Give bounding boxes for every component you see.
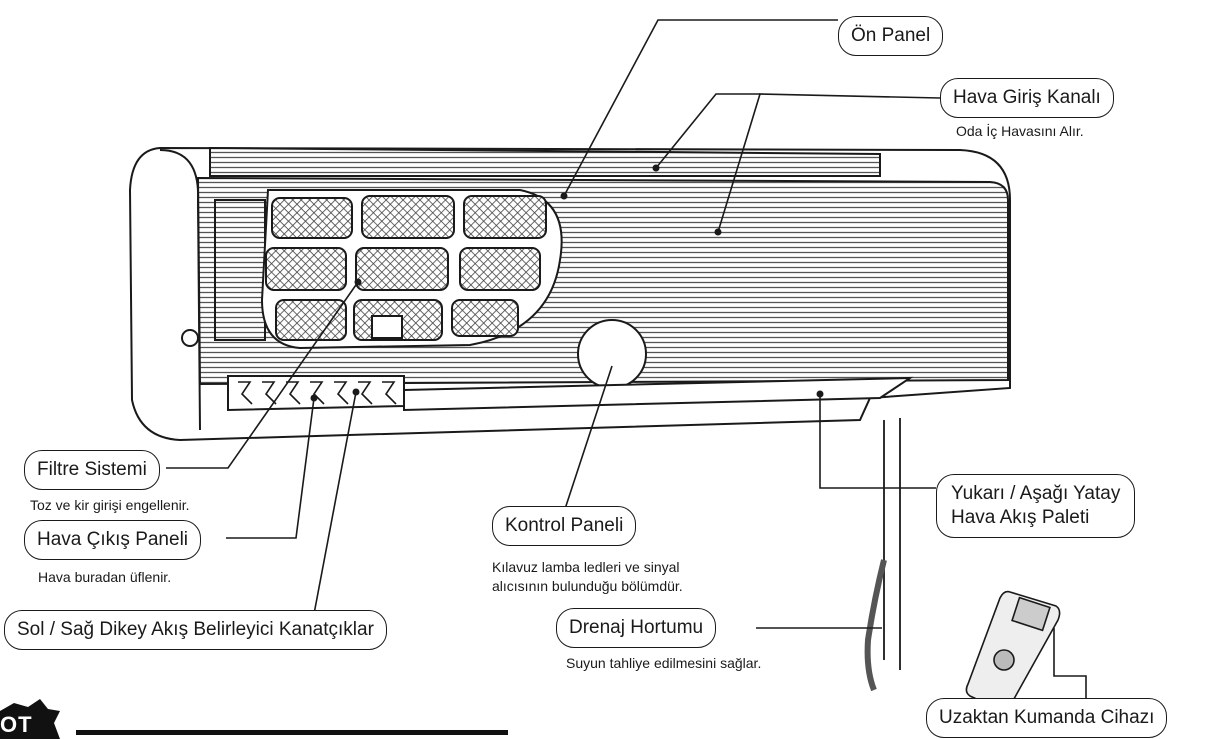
indoor-unit (128, 146, 1011, 692)
drain-hose-desc: Suyun tahliye edilmesini sağlar. (566, 655, 762, 671)
horizontal-flap-label-line2: Hava Akış Paleti (951, 507, 1090, 528)
filter-mesh (260, 189, 563, 350)
note-badge-icon (0, 699, 60, 739)
control-panel-label: Kontrol Paneli (492, 506, 637, 546)
drain-hose-label: Drenaj Hortumu (556, 608, 717, 648)
air-intake-label: Hava Giriş Kanalı (940, 78, 1114, 118)
top-intake-grille (209, 146, 881, 177)
horizontal-flap-label: Yukarı / Aşağı Yatay Hava Akış Paleti (936, 474, 1136, 538)
front-panel-label: Ön Panel (838, 16, 944, 56)
horizontal-flap-label-line1: Yukarı / Aşağı Yatay (951, 483, 1121, 504)
control-panel-desc-2: alıcısının bulunduğu bölümdür. (492, 578, 683, 594)
control-panel-desc-1: Kılavuz lamba ledleri ve sinyal (492, 559, 680, 575)
left-vent (214, 199, 266, 341)
drain-pipe (883, 418, 901, 670)
vertical-louvers-label: Sol / Sağ Dikey Akış Belirleyici Kanatçı… (4, 610, 387, 650)
leader-dots (310, 164, 824, 402)
horizontal-flap (403, 376, 914, 412)
leader-lines (166, 19, 1087, 700)
unit-body-outline (159, 149, 201, 431)
filter-system-desc: Toz ve kir girişi engellenir. (30, 497, 190, 513)
note-badge-text: OT (0, 712, 33, 737)
air-outlet (227, 375, 405, 412)
note-underline (76, 730, 508, 735)
air-intake-desc: Oda İç Havasını Alır. (956, 123, 1084, 139)
air-outlet-label: Hava Çıkış Paneli (24, 520, 202, 560)
vertical-louvers (238, 381, 397, 405)
air-outlet-desc: Hava buradan üflenir. (38, 569, 172, 585)
control-panel-window (577, 319, 647, 389)
filter-system-label: Filtre Sistemi (24, 450, 160, 490)
remote-control-icon (965, 590, 1061, 711)
remote-control-label: Uzaktan Kumanda Cihazı (926, 698, 1168, 738)
